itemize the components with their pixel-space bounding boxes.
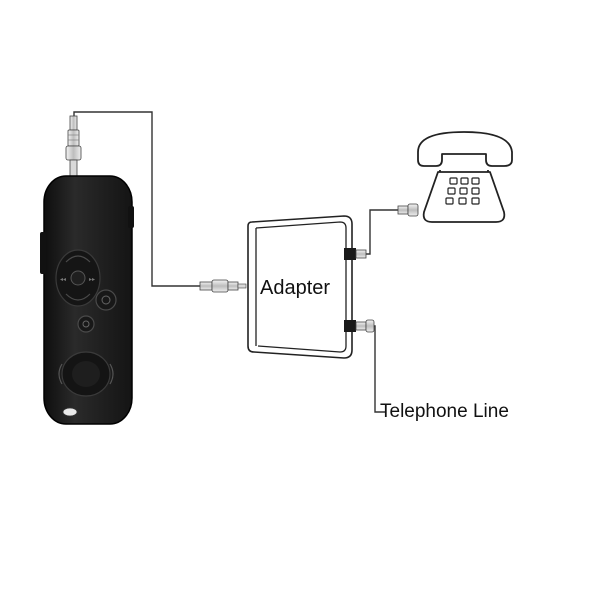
adapter-box-icon (247, 215, 356, 359)
audio-plug-icon (397, 203, 419, 217)
audio-plug-icon (355, 319, 375, 333)
audio-plug-icon (65, 115, 82, 177)
svg-text:▸▸: ▸▸ (89, 277, 95, 283)
audio-plug-icon (199, 279, 247, 293)
telephone-line-label: Telephone Line (380, 401, 509, 422)
recorder-device-icon: ◂◂ ▸▸ (40, 175, 134, 425)
svg-text:◂◂: ◂◂ (60, 277, 66, 283)
cable-recorder-to-adapter (73, 111, 200, 287)
audio-plug-icon (355, 249, 367, 259)
telephone-keypad (445, 177, 480, 205)
cable-telephone-line (357, 325, 385, 413)
adapter-label: Adapter (260, 277, 330, 299)
cable-adapter-to-phone (357, 209, 398, 255)
telephone-icon (417, 131, 513, 223)
